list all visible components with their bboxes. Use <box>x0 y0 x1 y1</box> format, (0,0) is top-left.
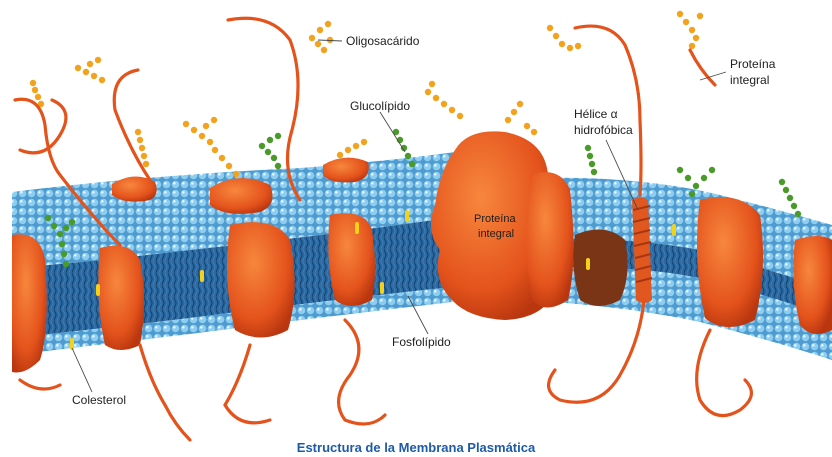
label-fosfolipido: Fosfolípido <box>392 335 451 349</box>
protein-strand <box>225 345 270 423</box>
glycolipid-chain <box>585 145 597 175</box>
cholesterol <box>380 282 384 294</box>
protein-left-edge <box>12 234 47 372</box>
protein-right-2 <box>697 197 763 327</box>
label-helice-2: hidrofóbica <box>574 123 633 137</box>
protein-strand <box>697 330 752 416</box>
protein-right-dark <box>573 230 627 306</box>
leader-glucolipido <box>380 112 405 152</box>
cholesterol <box>586 258 590 270</box>
figure-caption: Estructura de la Membrana Plasmática <box>297 440 536 455</box>
protein-strand <box>549 300 644 402</box>
oligosaccharide-chain <box>677 11 703 49</box>
cholesterol <box>405 210 409 222</box>
leader-colesterol <box>72 348 92 392</box>
label-oligosacarido: Oligosacárido <box>346 34 420 48</box>
oligosaccharide-chain <box>309 21 333 53</box>
protein-ridged-1 <box>98 246 144 350</box>
label-proteina-integral-center-2: integral <box>478 228 514 240</box>
label-proteina-integral-top-1: Proteína <box>730 57 776 71</box>
cholesterol <box>355 222 359 234</box>
label-helice-1: Hélice α <box>574 107 618 121</box>
protein-right-3 <box>793 236 832 334</box>
cholesterol <box>96 284 100 296</box>
oligosaccharide-chain <box>183 117 217 145</box>
protein-ridged-2 <box>227 222 295 337</box>
protein-cap-2 <box>210 178 272 214</box>
label-glucolipido: Glucolípido <box>350 99 410 113</box>
cholesterol <box>672 224 676 236</box>
label-proteina-integral-top-2: integral <box>730 73 769 87</box>
label-colesterol: Colesterol <box>72 393 126 407</box>
glycolipid-chain <box>259 133 281 169</box>
oligosaccharide-chain <box>425 81 463 119</box>
protein-ridged-3 <box>328 213 375 306</box>
protein-strand <box>20 380 60 389</box>
leader-oligosacarido <box>318 40 342 41</box>
oligosaccharide-chain <box>75 57 105 83</box>
protein-strand <box>20 100 66 153</box>
label-proteina-integral-center-1: Proteína <box>474 213 516 225</box>
protein-strand <box>339 320 385 424</box>
oligosaccharide-chain <box>337 139 367 158</box>
protein-strand <box>690 50 715 85</box>
protein-right-1 <box>526 172 573 307</box>
protein-cap-3 <box>323 158 369 183</box>
cholesterol <box>200 270 204 282</box>
oligosaccharide-chain <box>505 101 537 135</box>
protein-strand <box>140 345 190 440</box>
